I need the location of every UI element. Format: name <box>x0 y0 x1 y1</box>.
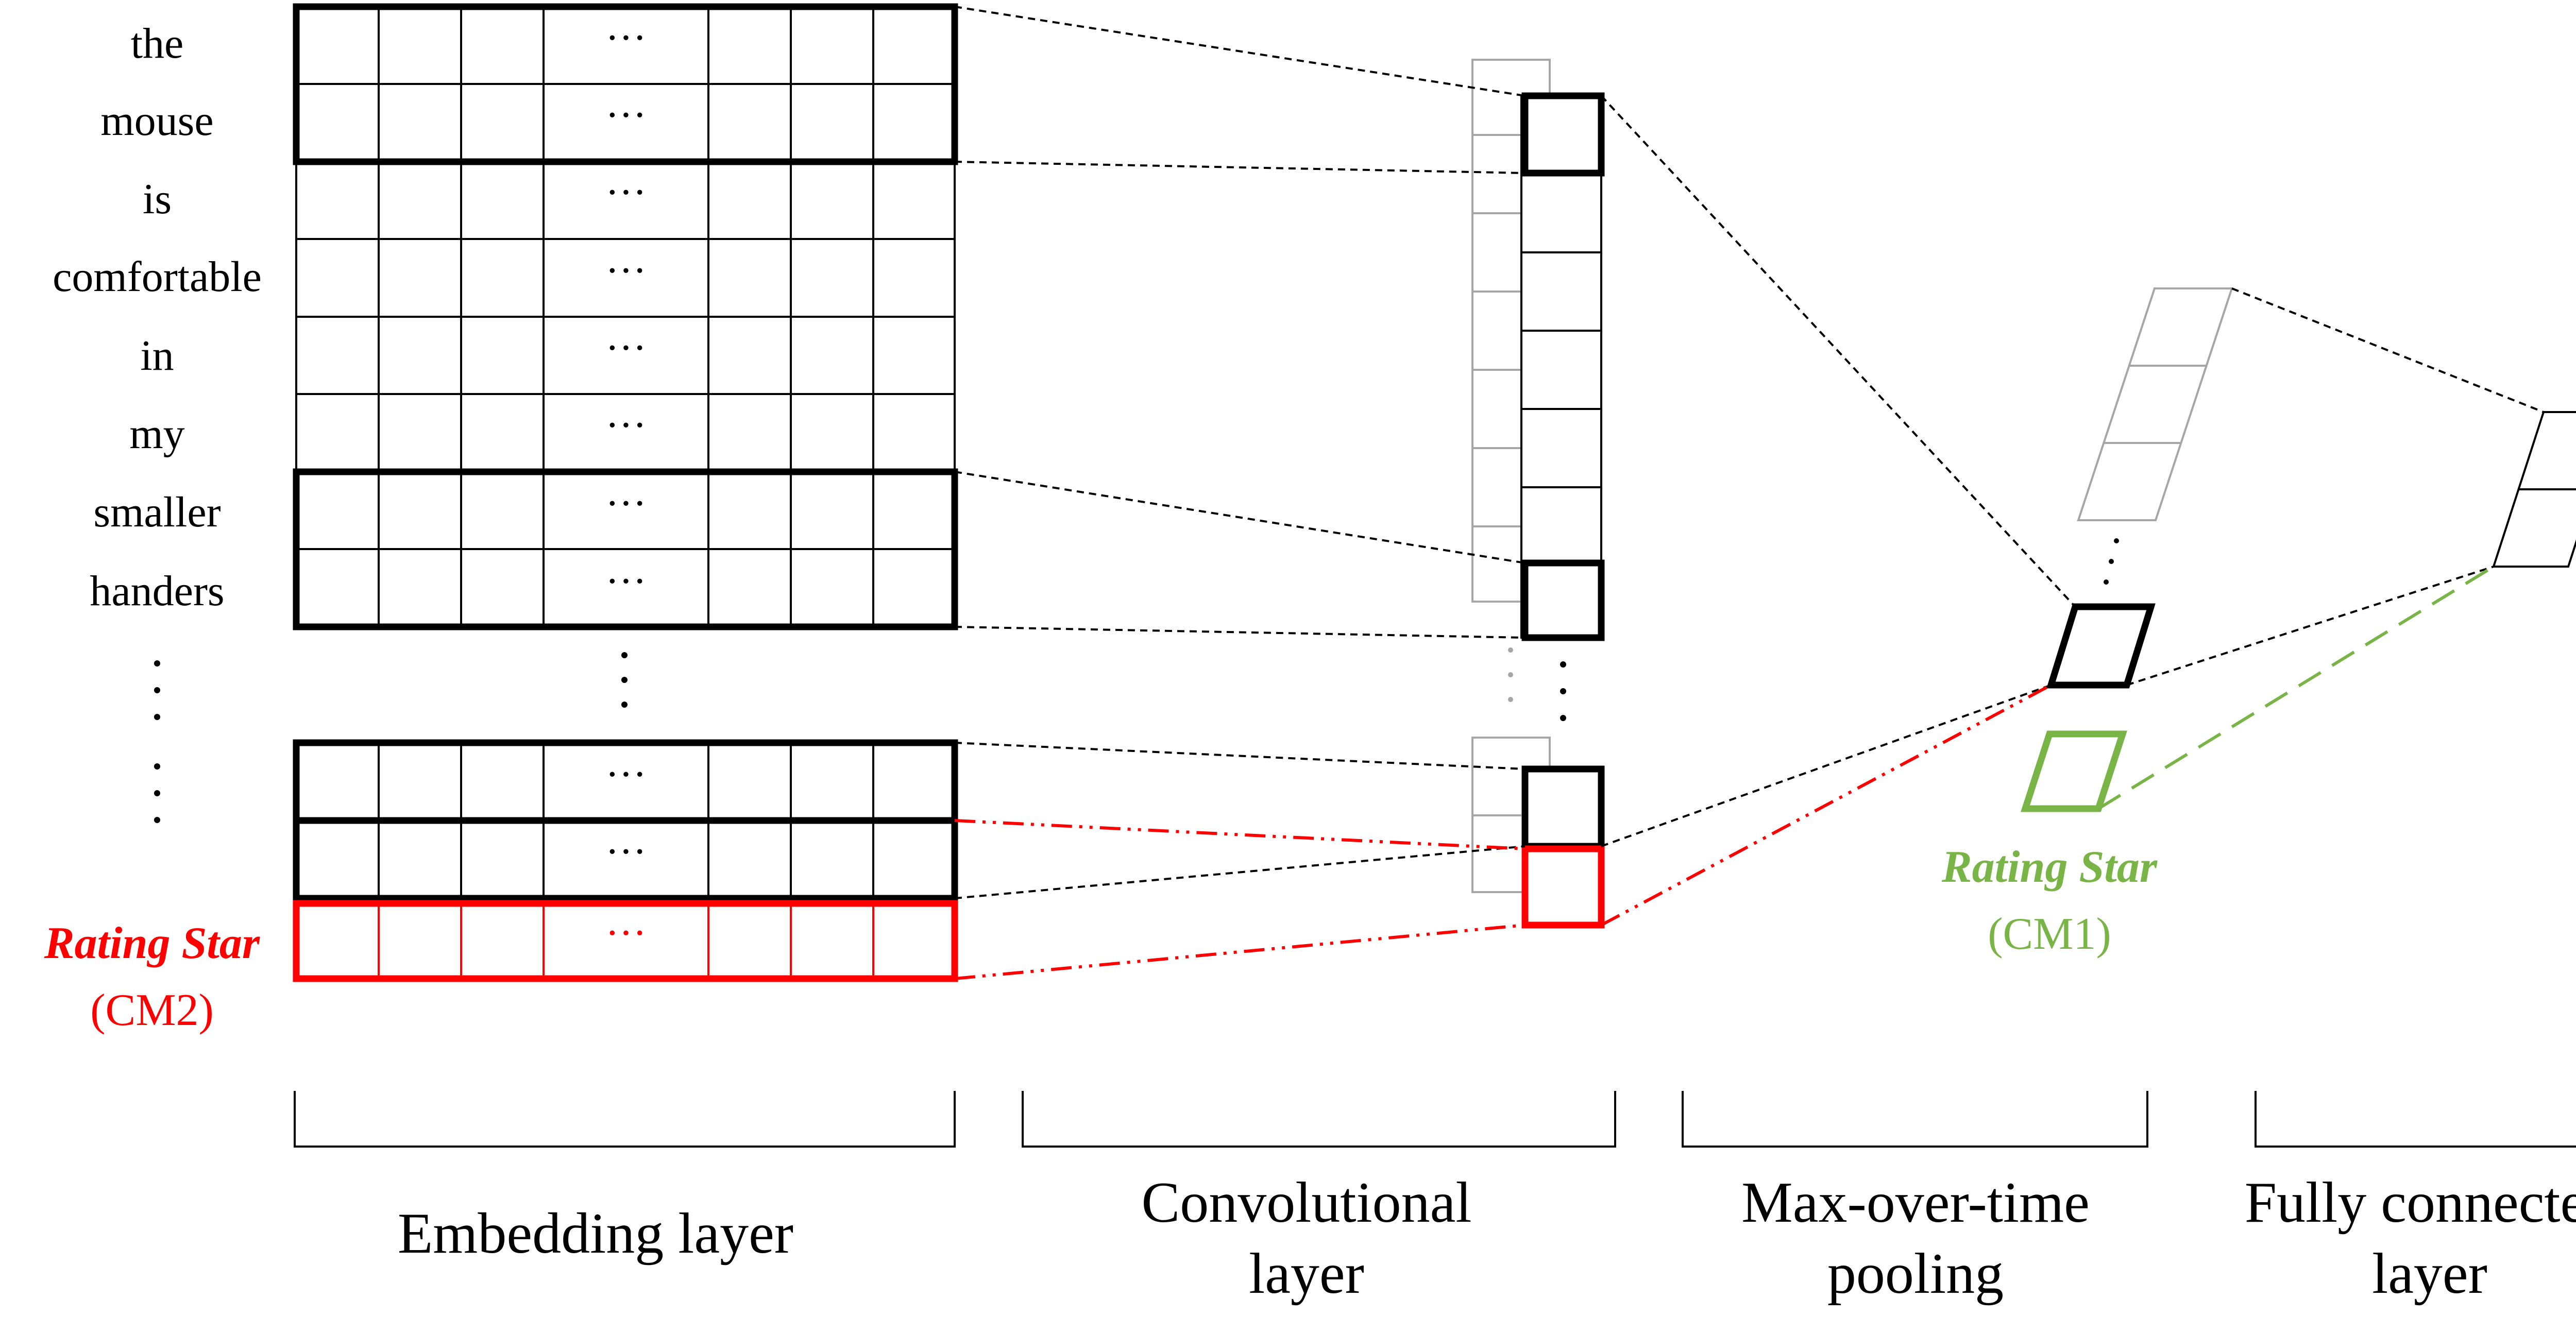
caption-pooling-line1: Max-over-time <box>1741 1171 2090 1235</box>
cell-ellipses: ··· ··· ··· ··· ··· ··· ··· ··· ··· ··· … <box>605 15 647 956</box>
word-label: in <box>140 332 174 380</box>
cm1-subtitle: (CM1) <box>1988 909 2111 959</box>
word-label: mouse <box>100 97 213 145</box>
cm2-title: Rating Star <box>44 918 260 968</box>
rating-star-embedding-row <box>293 900 958 982</box>
pooling-background-vector <box>2077 287 2233 521</box>
caption-convolutional-line2: layer <box>1249 1242 1364 1306</box>
caption-embedding-layer: Embedding layer <box>398 1202 793 1266</box>
caption-fully-connected-line1: Fully connected <box>2245 1171 2576 1235</box>
cell-ellipsis: ··· <box>605 911 647 956</box>
word-label: the <box>131 20 184 67</box>
caption-convolutional-line1: Convolutional <box>1142 1171 1472 1235</box>
cell-ellipsis: ··· <box>605 93 647 138</box>
conv-window-highlights <box>1521 92 1605 850</box>
cell-ellipsis: ··· <box>605 559 647 604</box>
cm2-to-conv-lines <box>954 819 1526 980</box>
cell-ellipsis: ··· <box>605 170 647 215</box>
pooled-feature-cell <box>2046 603 2156 689</box>
conv-feature-map <box>1520 95 1602 639</box>
cell-ellipsis: ··· <box>605 829 647 875</box>
embedding-vertical-ellipsis <box>621 652 628 708</box>
word-vertical-ellipsis <box>154 660 160 823</box>
cell-ellipsis: ··· <box>605 248 647 294</box>
conv-rating-star-cell <box>1521 845 1605 929</box>
cm1-to-fc-line <box>2097 565 2495 810</box>
word-label: handers <box>90 567 224 615</box>
caption-pooling-line2: pooling <box>1827 1242 2004 1306</box>
cell-ellipsis: ··· <box>605 403 647 448</box>
caption-fully-connected-line2: layer <box>2372 1242 2487 1306</box>
fully-connected-vector <box>2492 411 2576 568</box>
cm2-to-pooling-line <box>1600 683 2052 927</box>
word-label: smaller <box>93 488 221 536</box>
word-label: is <box>143 175 172 223</box>
word-label: comfortable <box>53 253 262 301</box>
word-labels: the mouse is comfortable in my smaller h… <box>53 20 262 615</box>
section-brackets <box>294 1091 2576 1148</box>
pooling-ellipsis <box>2104 538 2119 585</box>
cell-ellipsis: ··· <box>605 752 647 797</box>
cm1-title: Rating Star <box>1941 842 2158 892</box>
pooling-to-fc-lines <box>2126 287 2544 686</box>
cell-ellipsis: ··· <box>605 481 647 526</box>
cm1-rating-star-cell <box>2021 730 2127 812</box>
cm2-label: Rating Star (CM2) <box>44 918 260 1035</box>
cell-ellipsis: ··· <box>605 15 647 61</box>
conv-background-ellipsis <box>1508 647 1513 702</box>
cm1-label: Rating Star (CM1) <box>1941 842 2158 959</box>
embedding-to-conv-lines <box>954 6 1526 899</box>
cell-ellipsis: ··· <box>605 326 647 371</box>
word-label: my <box>129 410 184 458</box>
section-captions: Embedding layer Convolutional layer Max-… <box>398 1171 2576 1306</box>
cm2-subtitle: (CM2) <box>90 985 214 1035</box>
conv-to-pooling-lines <box>1600 95 2076 847</box>
conv-ellipsis <box>1560 661 1566 721</box>
embedding-window-highlights <box>293 3 958 902</box>
